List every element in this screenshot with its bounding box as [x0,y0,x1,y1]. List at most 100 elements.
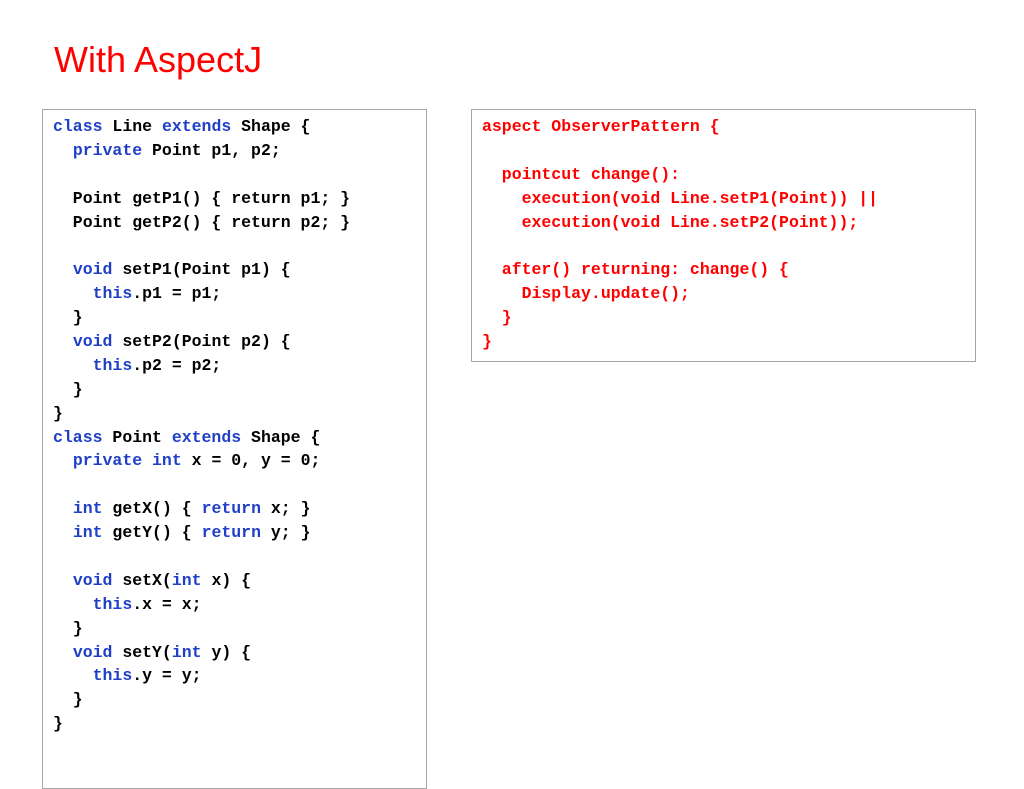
code-line: aspect ObserverPattern { [482,117,720,136]
code-text: } [53,379,83,399]
code-text: .x = x; [132,594,202,614]
code-text: } [53,618,83,638]
code-keyword: void [72,570,113,590]
code-text [142,451,152,470]
code-text [53,666,93,685]
code-keyword: this [92,666,133,686]
code-keyword: this [92,284,133,304]
code-line [53,545,426,569]
code-line: this.x = x; [53,593,426,617]
code-line: } [53,402,426,426]
code-line: void setX(int x) { [53,569,426,593]
code-keyword: extends [171,427,242,447]
code-line [53,473,426,497]
code-text: setP1(Point p1) { [112,260,291,280]
code-text: } [53,308,83,328]
code-text [53,356,93,375]
code-text: .p2 = p2; [132,355,222,375]
code-line [482,234,975,258]
code-keyword: private [72,140,143,160]
code-keyword: int [171,570,202,590]
code-line: int getY() { return y; } [53,521,426,545]
code-line: } [482,308,512,328]
code-line: class Line extends Shape { [53,115,426,139]
code-line: } [53,617,426,641]
code-keyword: private [72,451,143,471]
code-keyword: int [72,499,103,519]
code-line: private int x = 0, y = 0; [53,449,426,473]
code-text [53,332,73,351]
code-keyword: void [72,332,113,352]
code-text: Shape { [241,427,321,447]
code-line: this.p1 = p1; [53,282,426,306]
code-text: Shape { [231,117,311,136]
code-text [53,260,73,279]
code-keyword: void [72,642,113,662]
code-keyword: return [201,499,261,519]
code-line: Point getP2() { return p2; } [53,211,426,235]
code-text: y) { [201,642,252,662]
code-text: getX() { [102,499,202,519]
code-text: } [53,714,63,734]
code-text: y; } [260,523,311,543]
code-line: int getX() { return x; } [53,497,426,521]
code-text: Point getP1() { return p1; } [53,188,351,208]
code-text: Point p1, p2; [142,140,281,160]
aspectj-code-block: aspect ObserverPattern { pointcut change… [471,109,976,362]
code-keyword: this [92,355,133,375]
java-code-block: class Line extends Shape { private Point… [42,109,427,789]
code-text: } [53,403,63,423]
code-keyword: class [53,117,103,136]
code-text [53,451,73,470]
code-text [53,595,93,614]
code-keyword: int [171,642,202,662]
code-text: Point getP2() { return p2; } [53,212,351,232]
code-text: .p1 = p1; [132,284,222,304]
code-keyword: extends [161,117,232,136]
code-keyword: int [152,451,182,471]
code-text: Point [102,427,172,447]
code-text: getY() { [102,523,202,543]
code-line: class Point extends Shape { [53,426,426,450]
code-keyword: void [72,260,113,280]
code-line: private Point p1, p2; [53,139,426,163]
code-line: } [53,688,426,712]
code-text: x) { [201,570,252,590]
code-line: execution(void Line.setP1(Point)) || [482,188,879,208]
code-line: this.p2 = p2; [53,354,426,378]
code-line: } [53,712,426,736]
code-text [53,571,73,590]
code-text: setY( [112,642,172,662]
code-line: this.y = y; [53,664,426,688]
code-keyword: int [72,523,103,543]
code-line: execution(void Line.setP2(Point)); [482,212,859,232]
code-text [53,643,73,662]
code-line [482,139,975,163]
code-line: pointcut change(): [482,164,681,184]
code-line: } [482,332,492,352]
code-line: after() returning: change() { [482,260,789,280]
code-text: Line [102,117,162,136]
code-text [53,523,73,542]
code-line [53,163,426,187]
code-line: void setP2(Point p2) { [53,330,426,354]
code-line: } [53,306,426,330]
code-text: } [53,690,83,710]
code-text: setP2(Point p2) { [112,332,291,352]
code-text [53,141,73,160]
code-text: setX( [112,570,172,590]
slide-title: With AspectJ [54,39,263,80]
code-line: Display.update(); [482,284,690,304]
code-line [53,234,426,258]
code-line: } [53,378,426,402]
code-line: void setP1(Point p1) { [53,258,426,282]
code-text: .y = y; [132,666,202,686]
code-keyword: class [53,427,103,447]
code-text: x; } [260,499,311,519]
code-line: Point getP1() { return p1; } [53,187,426,211]
code-keyword: this [92,594,133,614]
code-text: x = 0, y = 0; [181,451,321,471]
code-line: void setY(int y) { [53,641,426,665]
code-text [53,499,73,518]
code-keyword: return [201,523,261,543]
